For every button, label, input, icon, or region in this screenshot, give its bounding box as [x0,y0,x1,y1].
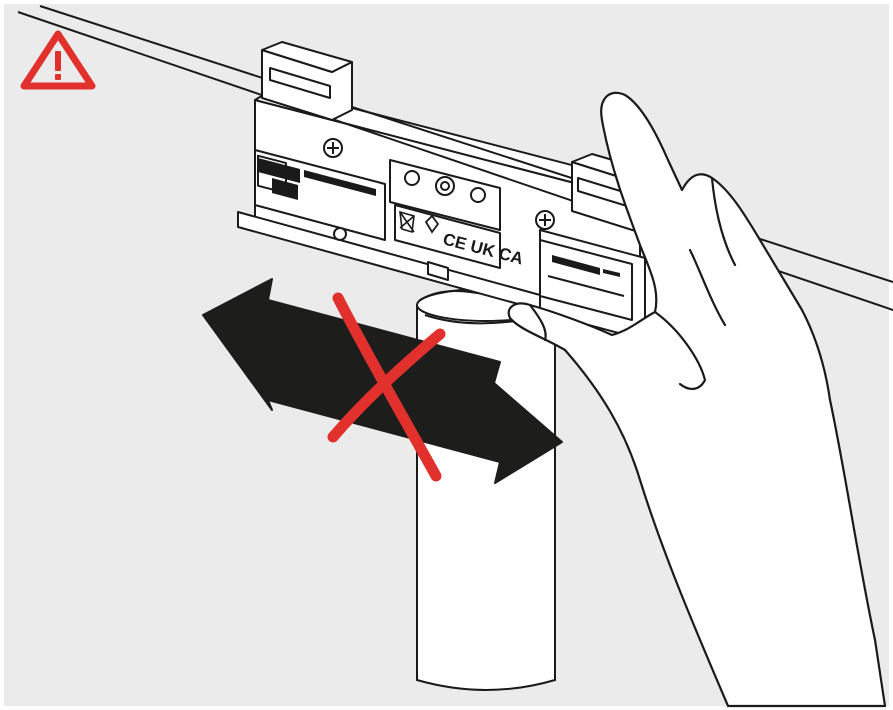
illustration-canvas: CE UK CA [0,0,893,710]
instruction-illustration: CE UK CA [0,0,893,710]
